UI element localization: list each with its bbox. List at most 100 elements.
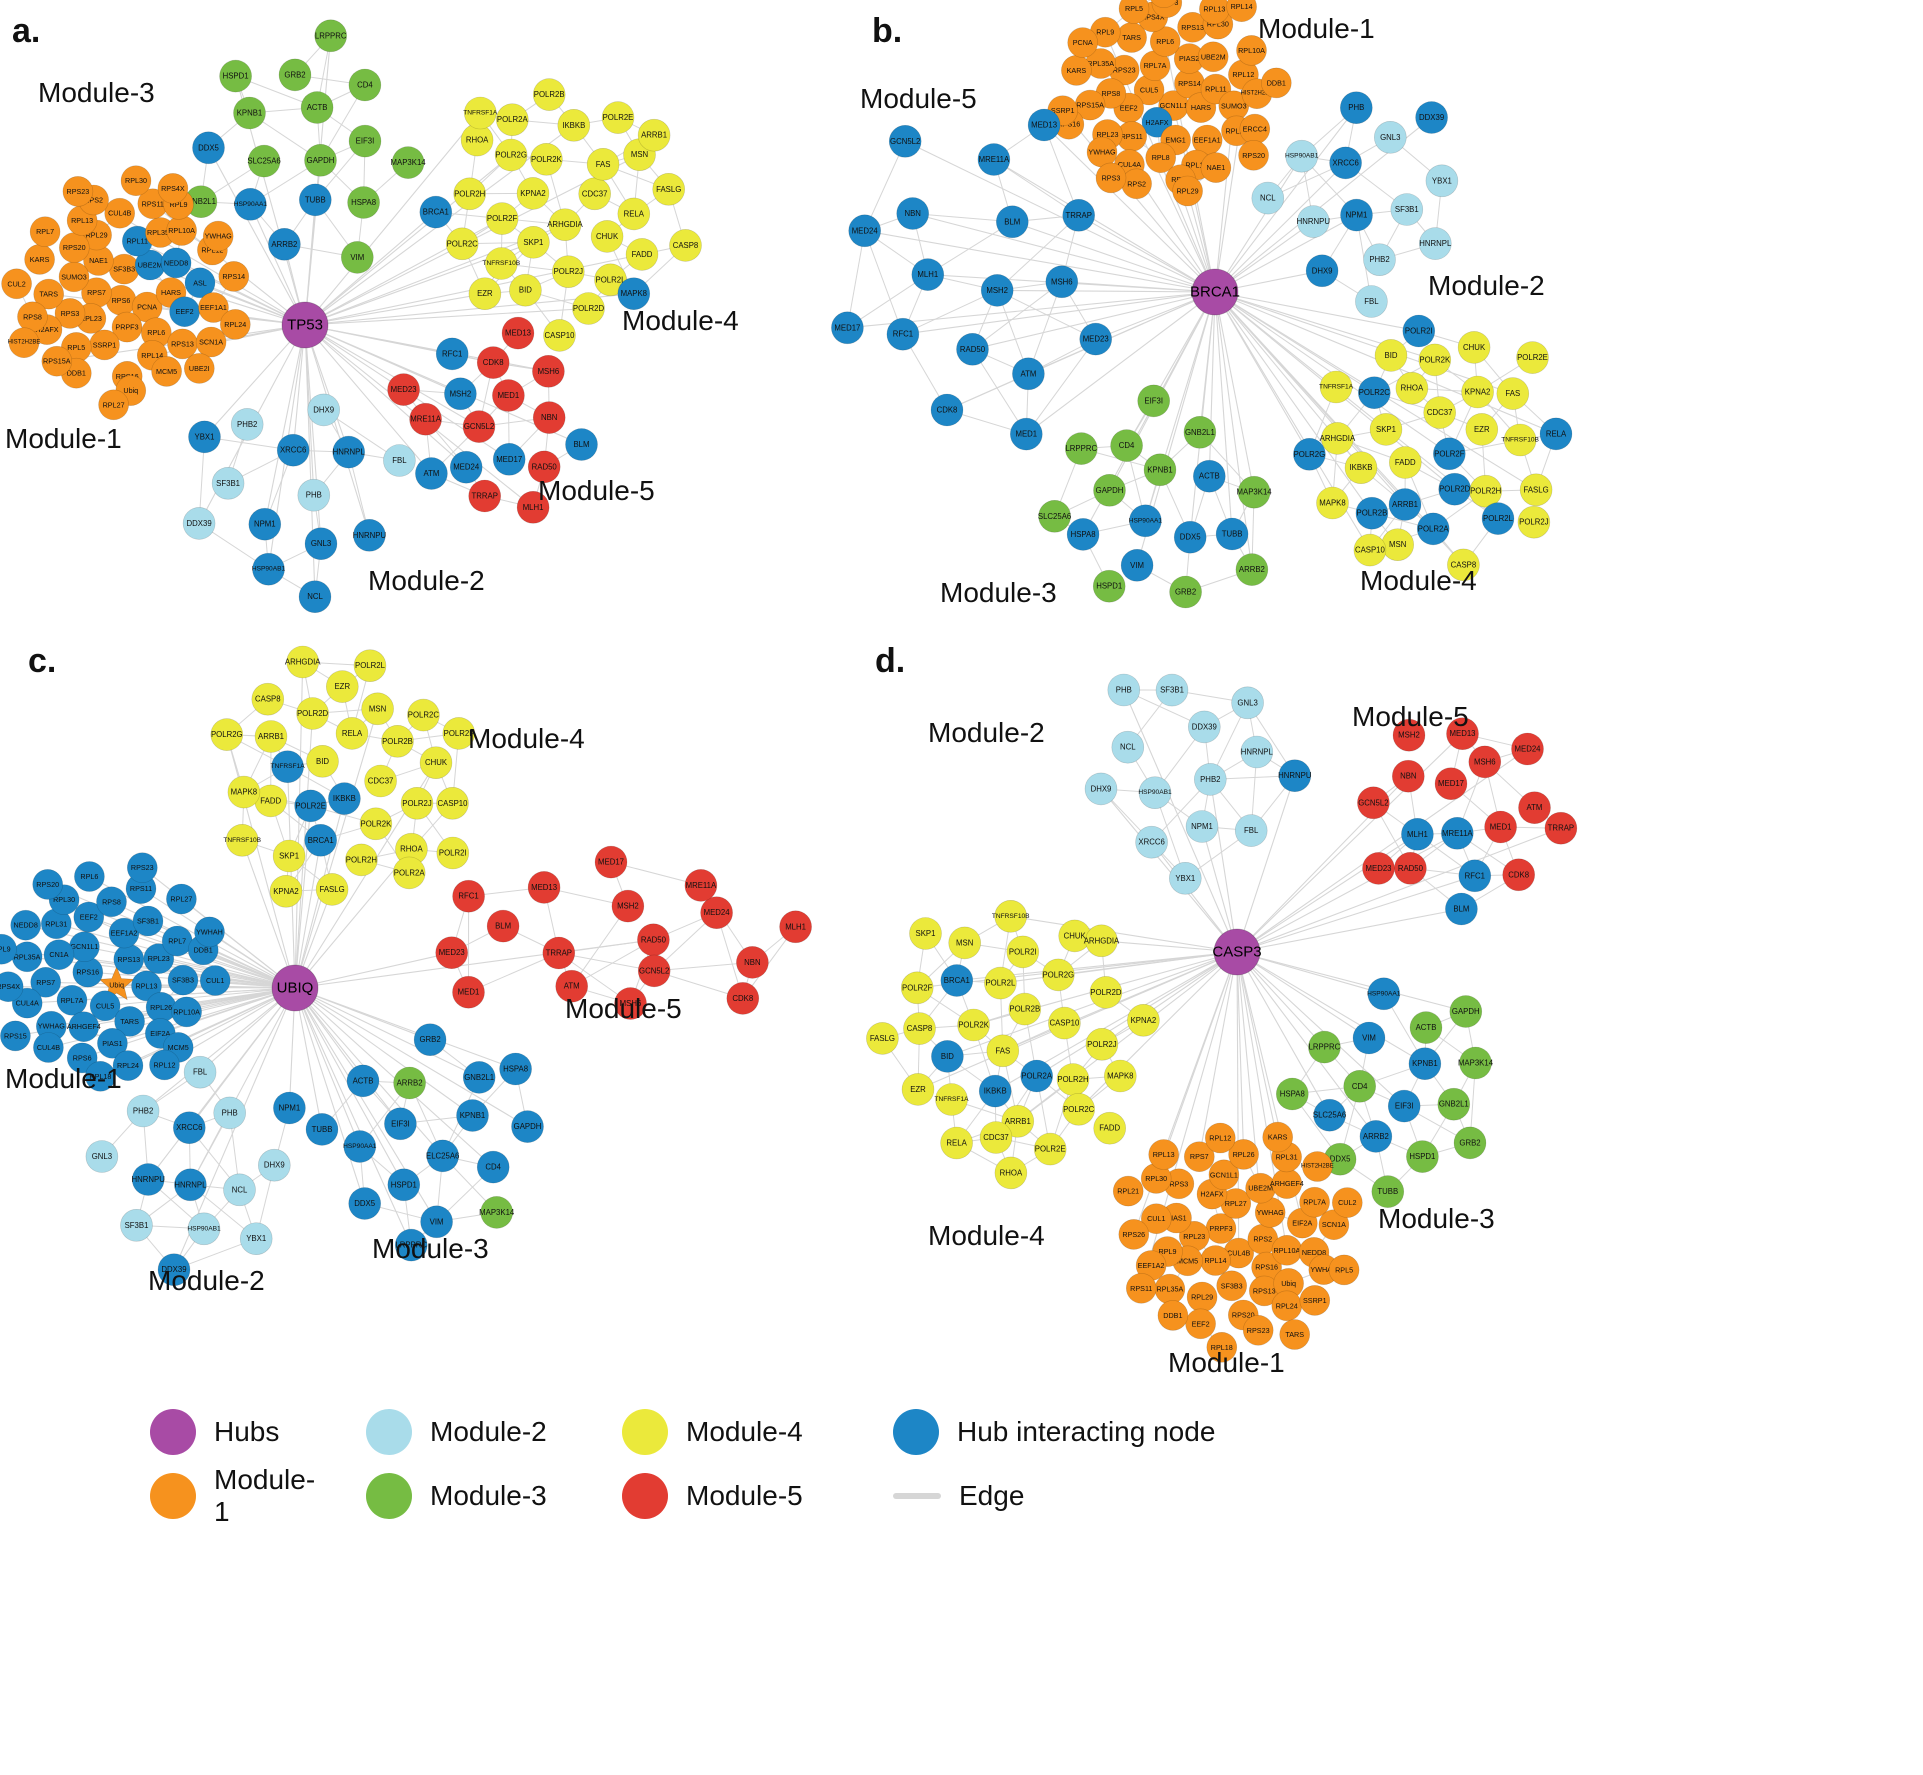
legend-label-module2: Module-2 bbox=[430, 1416, 547, 1447]
node-POLR2G bbox=[1293, 437, 1326, 471]
node-LRPPRC bbox=[314, 19, 348, 53]
node-label-HSPD1: HSPD1 bbox=[1096, 582, 1122, 591]
hub-edge bbox=[189, 987, 296, 1186]
node-SF3B1 bbox=[1155, 673, 1189, 707]
hub-edge bbox=[1101, 951, 1238, 1045]
node-label-RFC1: RFC1 bbox=[1465, 871, 1485, 880]
node-label-Ubiq: Ubiq bbox=[109, 981, 124, 990]
hub-edge bbox=[1214, 155, 1303, 293]
module-label: Module-1 bbox=[1258, 13, 1375, 44]
node-label-SLC25A6: SLC25A6 bbox=[1038, 512, 1071, 521]
node-CN1A bbox=[43, 939, 75, 971]
node-RFC1 bbox=[435, 337, 469, 371]
node-label-MSN: MSN bbox=[956, 938, 973, 947]
node-MRE11A bbox=[409, 402, 442, 436]
node-FAS bbox=[586, 148, 620, 181]
module-label: Module-3 bbox=[372, 1233, 489, 1264]
node-label-KARS: KARS bbox=[30, 255, 50, 264]
node-KPNB1 bbox=[233, 96, 266, 130]
node-label-MED17: MED17 bbox=[598, 858, 624, 867]
node-label-Ubiq: Ubiq bbox=[123, 386, 138, 395]
node-label-CUL4B: CUL4B bbox=[1227, 1249, 1250, 1258]
node-HSP90AA1 bbox=[343, 1130, 377, 1163]
node-label-DDX39: DDX39 bbox=[187, 519, 212, 528]
node-PHB bbox=[1340, 91, 1373, 124]
node-label-RPL31: RPL31 bbox=[1276, 1152, 1298, 1161]
node-label-EIF3I: EIF3I bbox=[1395, 1102, 1414, 1111]
node-label-CASP10: CASP10 bbox=[438, 799, 469, 808]
edge bbox=[468, 952, 559, 993]
node-label-EIF3I: EIF3I bbox=[356, 137, 375, 146]
node-label-RPL6: RPL6 bbox=[80, 872, 98, 881]
node-HNRNPU bbox=[1278, 759, 1312, 793]
node-label-ARRB1: ARRB1 bbox=[1392, 500, 1418, 509]
edge bbox=[902, 289, 998, 335]
node-HSPD1 bbox=[1406, 1140, 1439, 1173]
node-HNRNPU bbox=[1297, 205, 1330, 238]
node-label-PRPF3: PRPF3 bbox=[115, 323, 138, 332]
node-label-POLR2B: POLR2B bbox=[1357, 509, 1388, 518]
node-label-RHOA: RHOA bbox=[1000, 1168, 1023, 1177]
node-MED1 bbox=[1010, 417, 1043, 451]
node-label-VIM: VIM bbox=[430, 1217, 444, 1226]
node-label-RPL7: RPL7 bbox=[36, 227, 54, 236]
hub-edge bbox=[241, 840, 296, 989]
node-PRPF3 bbox=[111, 311, 143, 343]
node-SF3B1 bbox=[211, 466, 245, 500]
node-PHB2 bbox=[1363, 243, 1396, 277]
module3-swatch-icon bbox=[366, 1473, 412, 1519]
node-label-YBX1: YBX1 bbox=[246, 1234, 266, 1243]
node-label-GAPDH: GAPDH bbox=[1096, 486, 1124, 495]
hub-edge bbox=[1236, 827, 1562, 953]
node-RPS7 bbox=[30, 966, 62, 998]
node-label-NBN: NBN bbox=[904, 209, 920, 218]
edge bbox=[912, 213, 1013, 223]
node-TUBB bbox=[298, 183, 332, 217]
node-label-EIF3I: EIF3I bbox=[1144, 396, 1163, 405]
hub-edge bbox=[294, 939, 654, 989]
hub-edge bbox=[1126, 291, 1216, 446]
node-ACTB bbox=[1409, 1011, 1443, 1044]
node-label-NAE1: NAE1 bbox=[89, 256, 108, 265]
module-label: Module-4 bbox=[928, 1220, 1045, 1251]
node-label-ARHGDIA: ARHGDIA bbox=[547, 220, 583, 229]
node-label-IKBKB: IKBKB bbox=[333, 794, 356, 803]
node-label-GAPDH: GAPDH bbox=[307, 156, 335, 165]
node-label-MLH1: MLH1 bbox=[785, 922, 806, 931]
node-label-MED24: MED24 bbox=[1515, 745, 1542, 754]
node-SCN1A bbox=[195, 326, 227, 358]
node-label-PIAS1: PIAS1 bbox=[102, 1039, 122, 1048]
node-SF3B1 bbox=[132, 905, 164, 937]
node-label-RELA: RELA bbox=[624, 209, 645, 218]
node-SF3B3 bbox=[167, 964, 199, 996]
node-label-RPL23: RPL23 bbox=[1097, 130, 1119, 139]
node-label-RAD50: RAD50 bbox=[960, 345, 986, 354]
node-KPNB1 bbox=[1408, 1047, 1442, 1080]
node-GRB2 bbox=[1169, 575, 1202, 609]
node-label-POLR2G: POLR2G bbox=[1294, 450, 1326, 459]
node-FASLG bbox=[315, 873, 349, 906]
node-BLM bbox=[565, 428, 598, 461]
node-label-GNL3: GNL3 bbox=[311, 539, 331, 548]
node-RPS15 bbox=[0, 1020, 31, 1052]
node-label-EEF1A1: EEF1A1 bbox=[1194, 136, 1221, 145]
node-label-TNFRSF1A: TNFRSF1A bbox=[271, 763, 306, 770]
node-label-PHB: PHB bbox=[1348, 103, 1364, 112]
node-label-KPNA2: KPNA2 bbox=[273, 887, 299, 896]
node-label-RPL35A: RPL35A bbox=[147, 228, 174, 237]
node-label-Ubiq: Ubiq bbox=[1281, 1279, 1296, 1288]
node-RPL7A bbox=[56, 984, 88, 1016]
node-RPL13 bbox=[1148, 1139, 1179, 1170]
node-SKP1 bbox=[909, 917, 942, 950]
edge-swatch-icon bbox=[893, 1493, 941, 1499]
node-POLR2A bbox=[1020, 1059, 1053, 1093]
node-RPL12 bbox=[149, 1049, 180, 1081]
node-HIST2H2BE bbox=[1302, 1151, 1333, 1182]
node-BRCA1 bbox=[940, 964, 974, 997]
node-NPM1 bbox=[273, 1091, 306, 1125]
node-RPS4X bbox=[0, 971, 24, 1002]
node-label-KPNB1: KPNB1 bbox=[1412, 1059, 1438, 1068]
node-EZR bbox=[1465, 413, 1499, 446]
node-label-TNFRSF10B: TNFRSF10B bbox=[482, 260, 520, 267]
node-VIM bbox=[1352, 1021, 1386, 1055]
